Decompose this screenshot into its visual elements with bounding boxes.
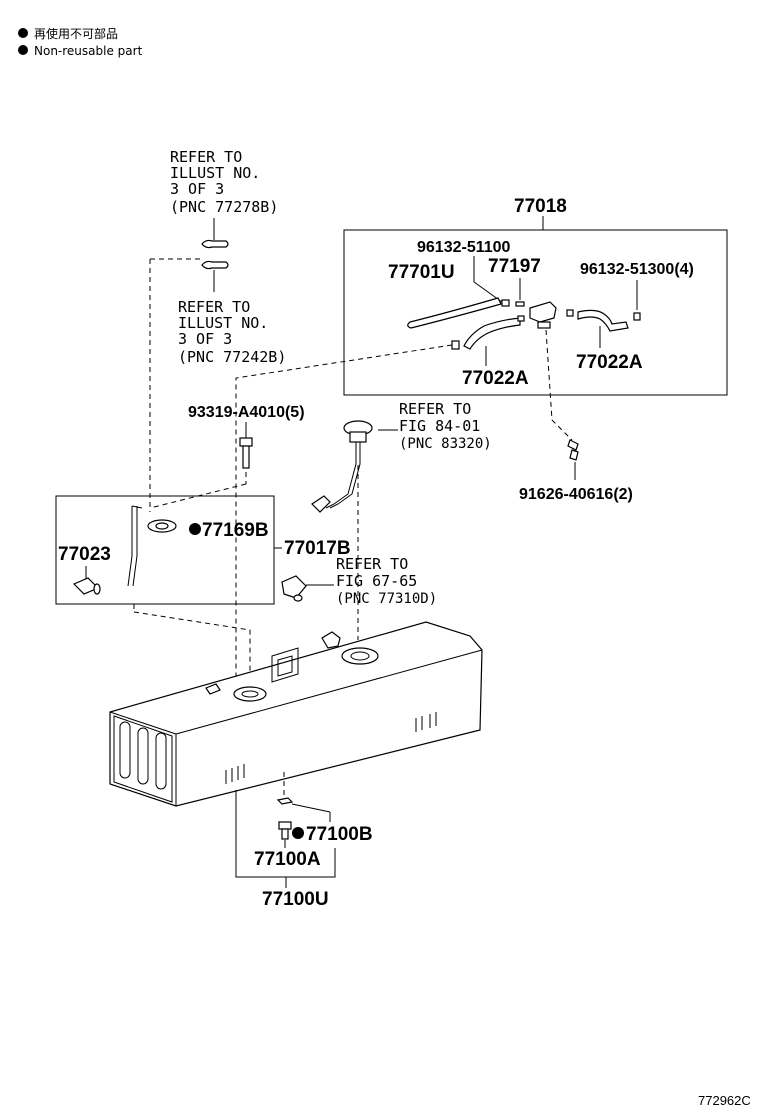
- group-box-77018: [343, 229, 728, 396]
- fuel-strainer-77023-icon: [72, 577, 101, 595]
- legend-label-en: Non-reusable part: [34, 44, 143, 58]
- part-77197: 77197: [488, 256, 541, 277]
- clip: [517, 315, 525, 322]
- bolt-91626-icon: [567, 439, 579, 461]
- ref-illust-77242b: REFER TO ILLUST NO. 3 OF 3 (PNC 77242B): [178, 298, 286, 366]
- clip-77197: [515, 301, 525, 307]
- valve-bracket: [537, 321, 551, 329]
- ref-line: 3 OF 3: [170, 180, 224, 198]
- ref-line: REFER TO: [170, 148, 242, 166]
- part-77022a-right: 77022A: [576, 352, 643, 373]
- part-93319-a4010: 93319-A4010(5): [188, 404, 305, 421]
- dashed-guide: [545, 329, 573, 441]
- ref-line: (PNC 77242B): [178, 348, 286, 366]
- part-77023: 77023: [58, 544, 111, 565]
- part-77017b: 77017B: [284, 538, 351, 559]
- legend-label-jp: 再使用不可部品: [34, 26, 118, 41]
- gasket-77100b-icon: [276, 797, 294, 805]
- ref-line: (PNC 77278B): [170, 198, 278, 216]
- part-77100a: 77100A: [254, 849, 321, 870]
- dashed-guide: [235, 344, 453, 690]
- part-77100u: 77100U: [262, 889, 329, 910]
- ref-line: ILLUST NO.: [170, 164, 260, 182]
- fuel-tank-icon: [109, 621, 483, 807]
- clip: [451, 340, 460, 350]
- figure-id: 772962C: [698, 1093, 751, 1108]
- non-reusable-bullet-icon: [18, 45, 28, 55]
- part-77022a-left: 77022A: [462, 368, 529, 389]
- vent-hose-77701u: [407, 297, 502, 329]
- ref-line: (PNC 77310D): [336, 591, 437, 607]
- part-91626-40616: 91626-40616(2): [519, 486, 633, 503]
- part-77701u: 77701U: [388, 262, 455, 283]
- part-77169b: 77169B: [202, 520, 269, 541]
- ref-fig-84-01: REFER TO FIG 84-01 (PNC 83320): [399, 400, 492, 452]
- gasket-77169b-icon: [147, 519, 177, 533]
- ref-line: REFER TO: [178, 298, 250, 316]
- clip-96132-51100: [501, 299, 510, 307]
- fuel-sender-gauge-icon: [311, 420, 373, 513]
- ref-line: 3 OF 3: [178, 330, 232, 348]
- non-reusable-bullet-icon: [292, 827, 304, 839]
- ref-fig-67-65: REFER TO FIG 67-65 (PNC 77310D): [336, 555, 437, 607]
- hose-77022a-right: [577, 309, 629, 332]
- ref-line: FIG 84-01: [399, 417, 480, 435]
- part-96132-51100: 96132-51100: [417, 239, 511, 256]
- leader-line: [291, 803, 331, 813]
- check-valve-icon: [529, 301, 557, 323]
- clip: [633, 312, 641, 321]
- fuel-pipe-assembly-icon: [127, 505, 143, 587]
- pipe-stub-upper: [201, 239, 229, 270]
- hose-77022a-left: [463, 317, 521, 350]
- screw-93319-icon: [239, 437, 253, 469]
- ref-illust-77278b: REFER TO ILLUST NO. 3 OF 3 (PNC 77278B): [170, 148, 278, 216]
- part-77100b: 77100B: [306, 824, 373, 845]
- dashed-guide: [133, 611, 251, 690]
- ref-line: (PNC 83320): [399, 436, 492, 452]
- part-96132-51300: 96132-51300(4): [580, 261, 694, 278]
- ref-line: REFER TO: [399, 400, 471, 418]
- drain-plug-77100a-icon: [278, 821, 292, 840]
- non-reusable-bullet-icon: [189, 523, 201, 535]
- ref-line: ILLUST NO.: [178, 314, 268, 332]
- ref-line: REFER TO: [336, 555, 408, 573]
- non-reusable-bullet-icon: [18, 28, 28, 38]
- ref-line: FIG 67-65: [336, 572, 417, 590]
- part-77018: 77018: [514, 196, 567, 217]
- clip: [566, 309, 574, 317]
- fuel-pump-icon: [281, 575, 307, 602]
